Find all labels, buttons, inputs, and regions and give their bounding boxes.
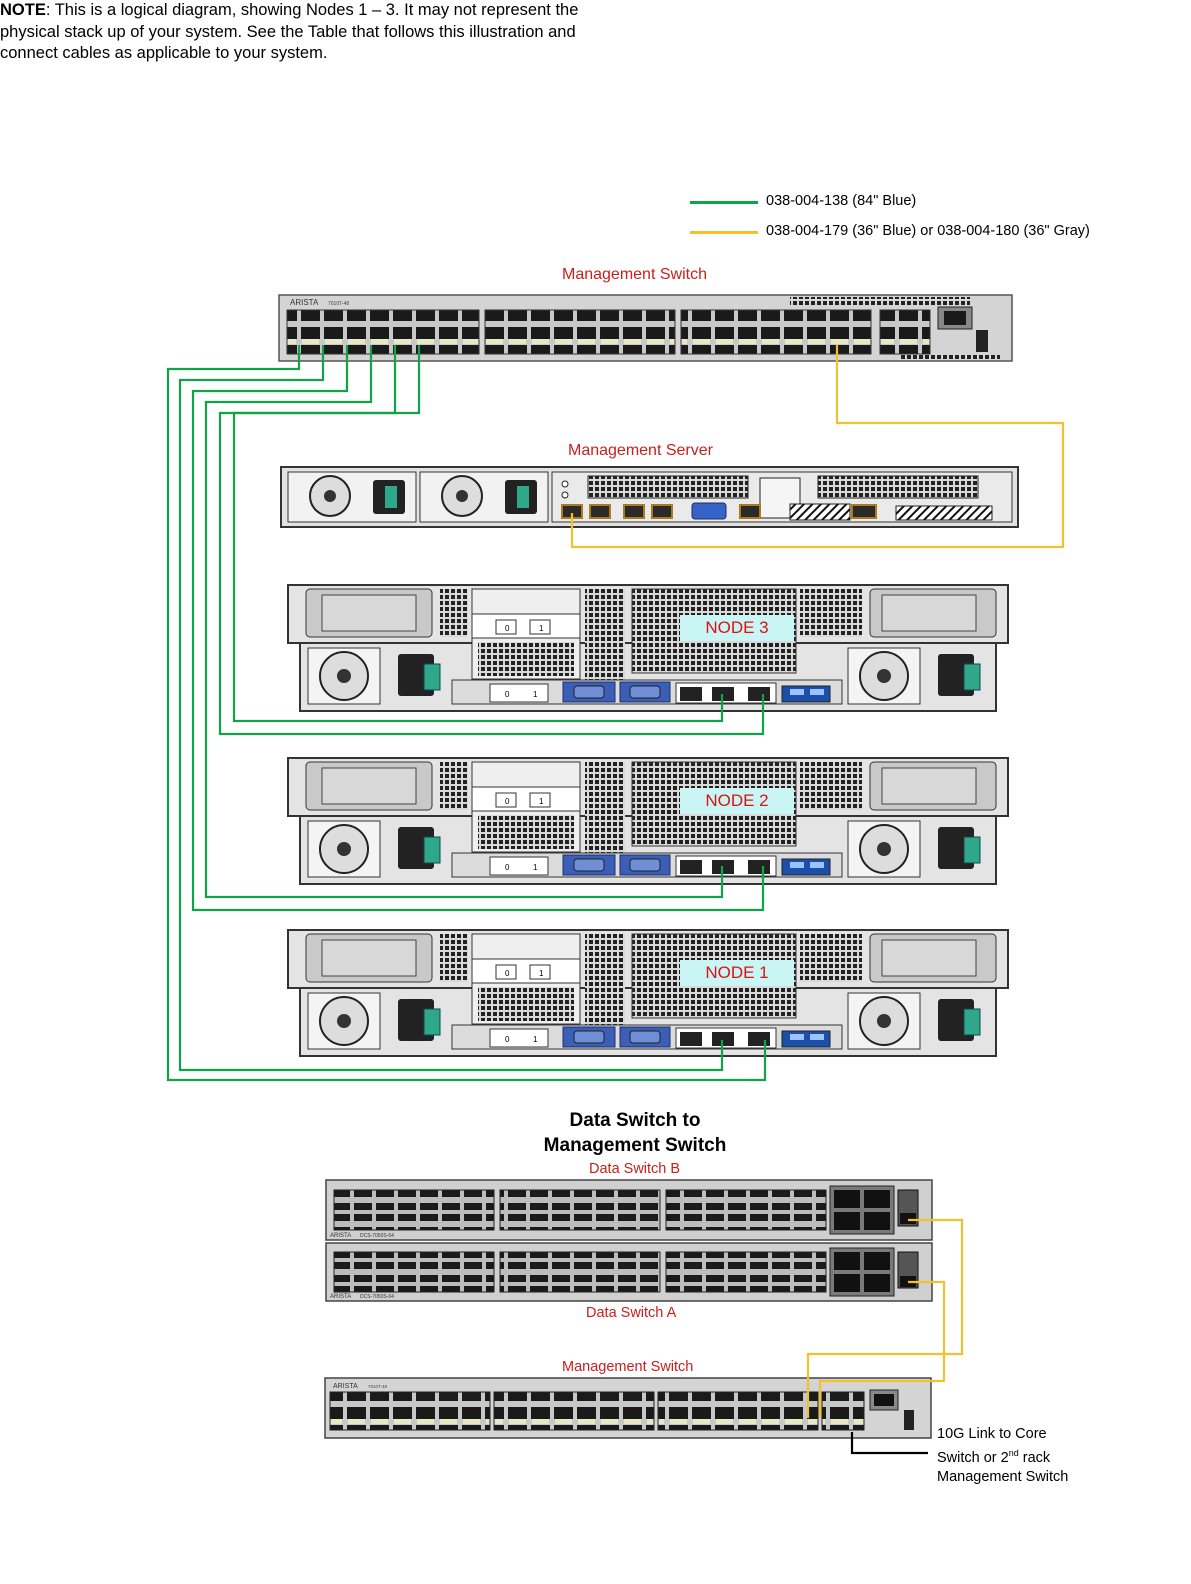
data-switch-a: ARISTA DCS-7050S-64	[325, 1242, 933, 1302]
arista-logo-a: ARISTA	[330, 1294, 351, 1300]
node-1-chassis	[287, 929, 1009, 1057]
core-link-cable	[850, 1432, 928, 1455]
node-1-label: NODE 1	[680, 960, 794, 986]
svg-text:1: 1	[533, 690, 538, 699]
node-3-chassis: 0 1 0 1	[287, 584, 1009, 712]
yellow-cables-data	[806, 1218, 964, 1418]
section-title-line1: Data Switch to	[569, 1110, 701, 1131]
legend-green-text: 038-004-138 (84" Blue)	[766, 193, 917, 209]
management-server	[280, 466, 1019, 528]
data-switch-a-title: Data Switch A	[586, 1305, 677, 1321]
switch-model-top: 7010T-48	[328, 301, 349, 307]
legend-yellow-text: 038-004-179 (36" Blue) or 038-004-180 (3…	[766, 223, 1090, 239]
management-switch-top: ARISTA 7010T-48	[278, 294, 1013, 362]
core-link-line2: Switch or 2nd rack	[937, 1448, 1051, 1466]
svg-text:1: 1	[539, 624, 544, 633]
management-switch-bottom: ARISTA 7010T-48	[324, 1377, 932, 1439]
section-title-line2: Management Switch	[543, 1135, 727, 1156]
node-2-chassis	[287, 757, 1009, 885]
legend-green-line	[690, 201, 758, 204]
arista-logo-bottom: ARISTA	[333, 1383, 358, 1390]
switch-model-a: DCS-7050S-64	[360, 1294, 394, 1300]
switch-model-bottom: 7010T-48	[368, 1384, 388, 1389]
legend-yellow-line	[690, 231, 758, 234]
node-3-label: NODE 3	[680, 615, 794, 641]
svg-text:0: 0	[505, 624, 510, 633]
arista-logo-top: ARISTA	[290, 298, 319, 307]
svg-text:0: 0	[505, 690, 510, 699]
note-text: NOTE: This is a logical diagram, showing…	[0, 0, 590, 65]
arista-logo-b: ARISTA	[330, 1233, 351, 1239]
switch-model-b: DCS-7050S-64	[360, 1233, 394, 1239]
note-body: : This is a logical diagram, showing Nod…	[0, 1, 579, 62]
core-link-line1: 10G Link to Core	[937, 1426, 1047, 1442]
core-link-note: 10G Link to Core Switch or 2nd rack Mana…	[937, 1425, 1068, 1487]
management-server-title: Management Server	[568, 442, 713, 459]
green-cables	[166, 345, 767, 1082]
core-link-line3: Management Switch	[937, 1468, 1069, 1485]
node-2-label: NODE 2	[680, 788, 794, 814]
note-prefix: NOTE	[0, 1, 46, 19]
data-switch-b-title: Data Switch B	[589, 1161, 681, 1177]
management-switch-bottom-title: Management Switch	[562, 1359, 694, 1375]
data-switch-b: ARISTA DCS-7050S-64	[325, 1179, 933, 1241]
management-switch-title: Management Switch	[562, 266, 707, 283]
yellow-cable-server	[570, 345, 1065, 549]
